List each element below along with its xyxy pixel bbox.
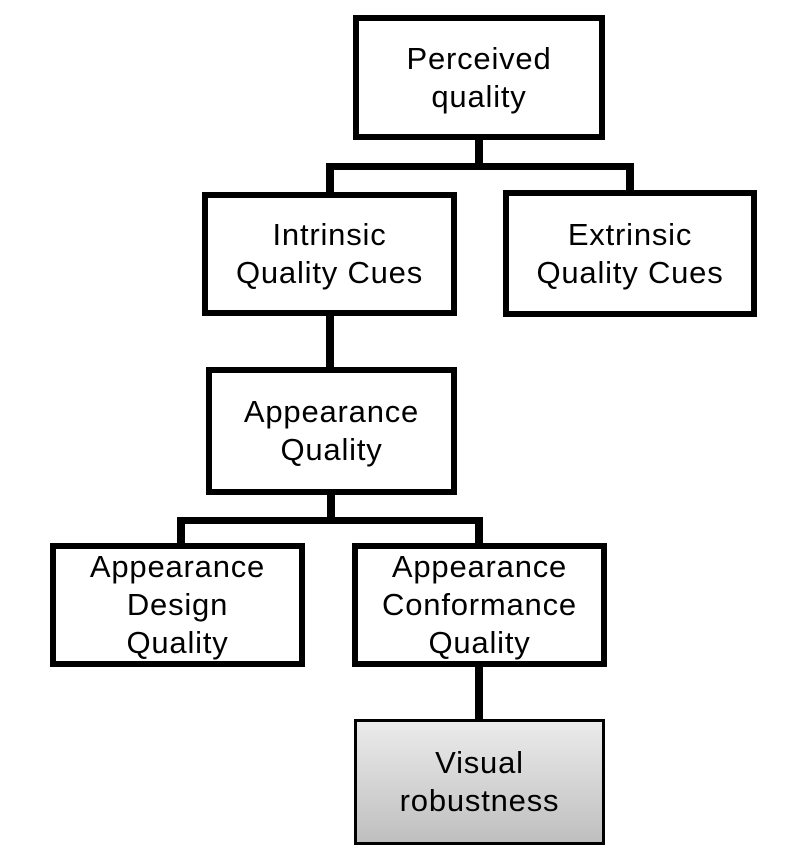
node-appearance-quality: Appearance Quality xyxy=(206,367,457,495)
node-perceived-quality: Perceived quality xyxy=(353,15,605,140)
node-appearance-design-quality: Appearance Design Quality xyxy=(50,543,305,667)
node-intrinsic-quality-cues: Intrinsic Quality Cues xyxy=(202,192,457,316)
node-label-line: robustness xyxy=(399,783,560,818)
connector-conformance-to-visual xyxy=(475,667,483,722)
node-label-line: Perceived xyxy=(406,40,552,76)
connector-drop-extrinsic xyxy=(626,163,634,190)
node-label-line: Quality Cues xyxy=(235,255,424,290)
connector-drop-intrinsic xyxy=(326,163,334,192)
connector-drop-design xyxy=(177,517,185,543)
node-label-line: Intrinsic xyxy=(272,217,387,252)
node-label-line: Extrinsic xyxy=(567,216,693,252)
connector-perceived-stub xyxy=(475,140,483,170)
connector-level2-horizontal-bar xyxy=(326,163,634,170)
node-label-line: Quality Cues xyxy=(536,254,724,290)
node-appearance-conformance-quality: Appearance Conformance Quality xyxy=(352,543,607,667)
node-label-line: Conformance xyxy=(382,587,577,622)
node-label-line: Design xyxy=(126,587,229,622)
connector-appearance-stub xyxy=(327,495,335,524)
node-extrinsic-quality-cues: Extrinsic Quality Cues xyxy=(503,190,757,317)
node-label-line: Appearance xyxy=(89,549,266,584)
node-label-line: Appearance xyxy=(391,549,568,584)
node-label-line: Quality xyxy=(280,432,383,467)
connector-level4-horizontal-bar xyxy=(177,517,483,524)
node-label-line: Visual xyxy=(435,745,524,780)
node-label-line: Quality xyxy=(126,625,229,660)
node-label-line: Quality xyxy=(428,625,531,660)
node-visual-robustness: Visual robustness xyxy=(354,719,605,845)
node-label-line: Appearance xyxy=(243,394,420,429)
node-label-line: quality xyxy=(431,78,527,114)
connector-drop-conformance xyxy=(475,517,483,543)
connector-intrinsic-to-appearance xyxy=(326,316,334,367)
